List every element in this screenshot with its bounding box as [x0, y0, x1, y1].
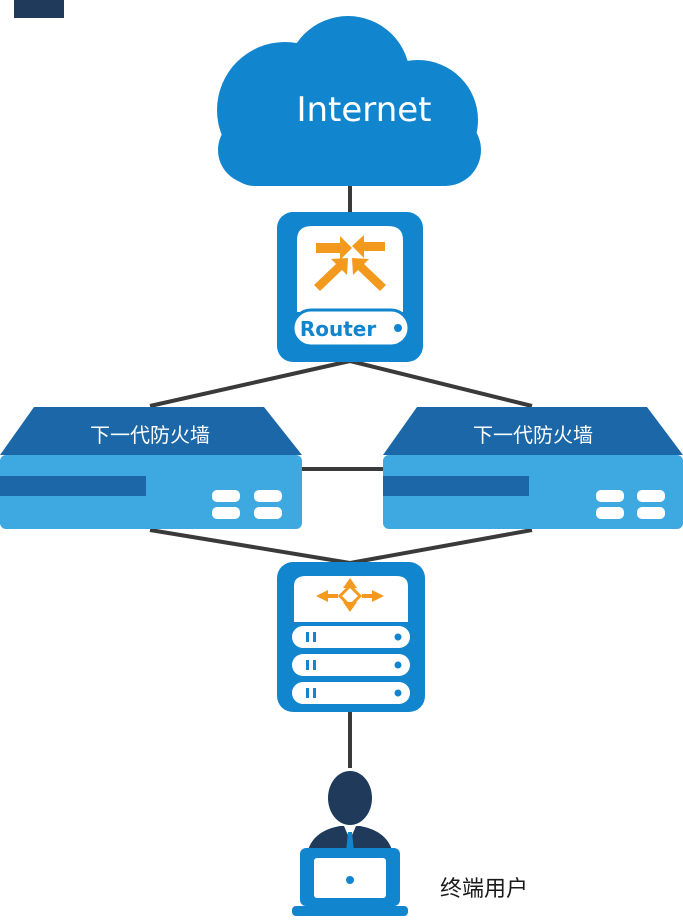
firewall-left: 下一代防火墙 — [0, 407, 302, 529]
cloud-label: Internet — [296, 90, 431, 130]
firewall-icon — [383, 407, 683, 529]
firewall-right: 下一代防火墙 — [383, 407, 683, 529]
header-title — [14, 0, 64, 18]
cloud-icon — [217, 16, 481, 186]
switch-device — [277, 562, 425, 712]
firewall-right-label: 下一代防火墙 — [473, 423, 593, 447]
links — [149, 186, 533, 768]
link-router-fw-right — [349, 359, 533, 408]
firewall-left-label: 下一代防火墙 — [90, 423, 210, 447]
link-fw-right-switch — [349, 528, 533, 565]
router-label: Router — [300, 317, 377, 341]
user-label: 终端用户 — [440, 877, 528, 902]
link-router-fw-left — [149, 359, 351, 408]
header-square-icon — [14, 0, 64, 18]
switch-icon — [316, 578, 384, 612]
laptop-icon — [292, 848, 408, 916]
link-fw-left-switch — [149, 528, 351, 565]
end-user: 终端用户 — [292, 771, 528, 916]
router-device: Router — [277, 212, 423, 362]
router-icon — [314, 235, 386, 291]
internet-cloud: Internet — [217, 16, 481, 186]
firewall-icon — [0, 407, 302, 529]
